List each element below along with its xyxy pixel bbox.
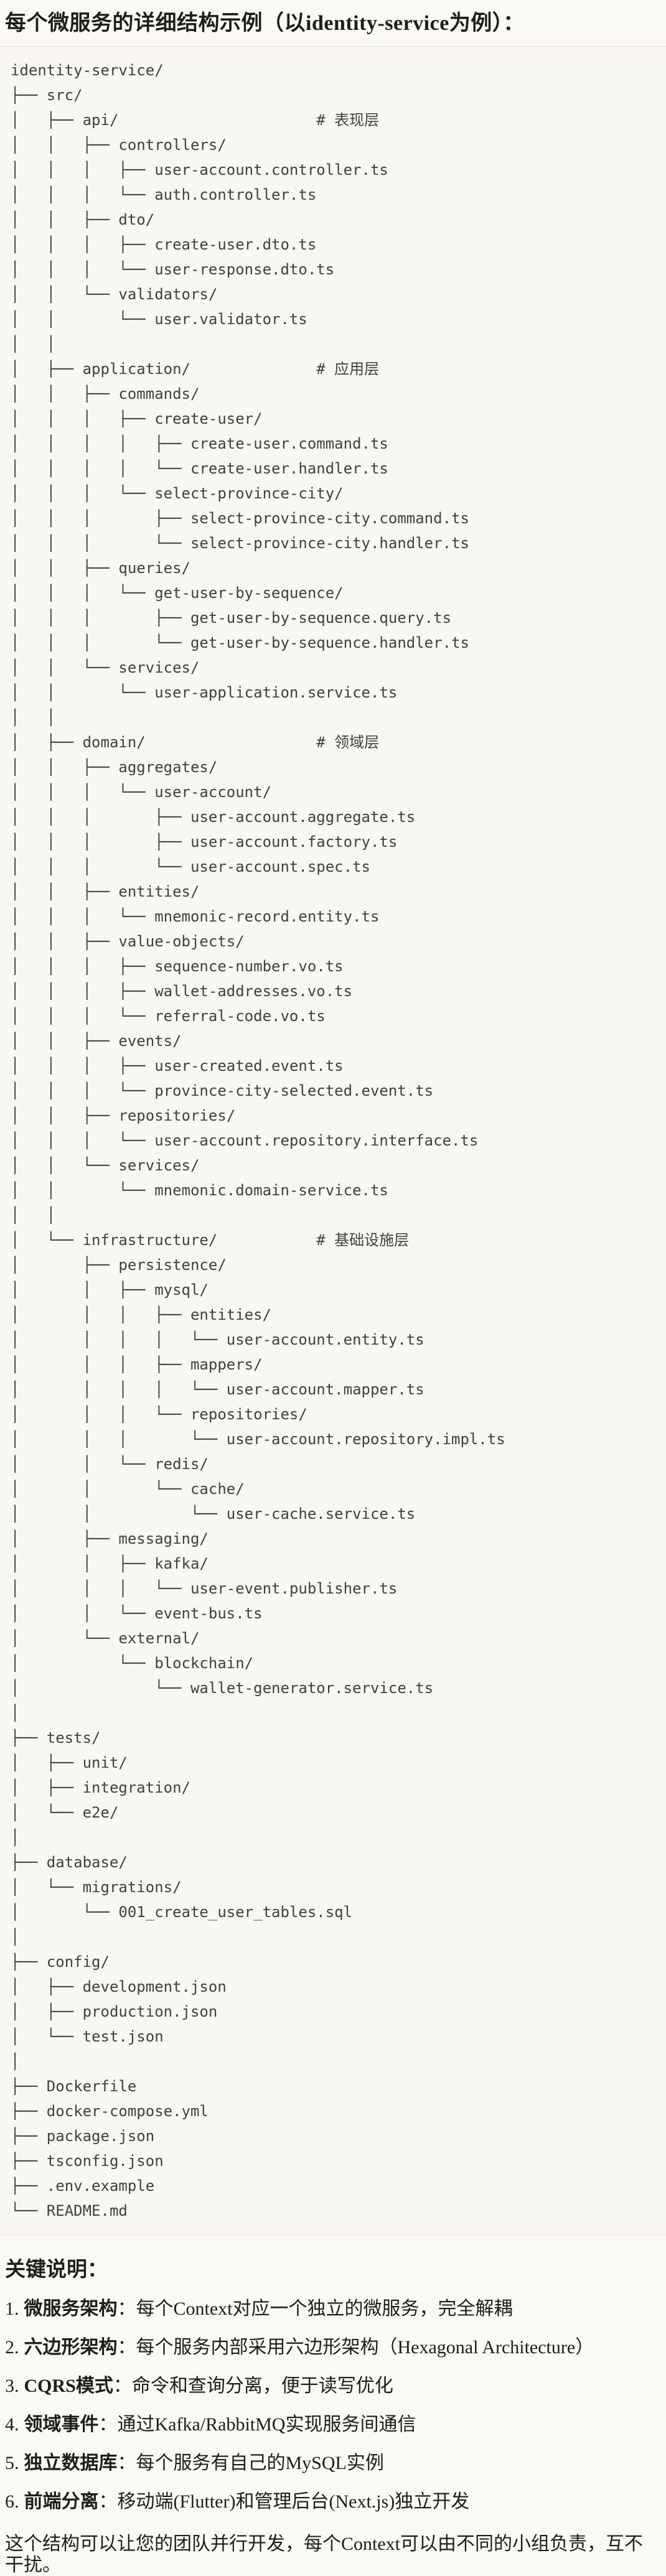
note-text: ：通过Kafka/RabbitMQ实现服务间通信 xyxy=(98,2414,416,2435)
note-text: ：命令和查询分离，便于读写优化 xyxy=(113,2376,393,2396)
note-term: 微服务架构 xyxy=(24,2298,118,2319)
note-item-5: 5.独立数据库：每个服务有自己的MySQL实例 xyxy=(5,2453,661,2474)
note-term: 领域事件 xyxy=(24,2414,99,2435)
key-notes-section: 关键说明： 1.微服务架构：每个Context对应一个独立的微服务，完全解耦 2… xyxy=(0,2235,666,2576)
note-text: ：每个服务有自己的MySQL实例 xyxy=(117,2453,384,2473)
code-block: identity-service/ ├── src/ │ ├── api/ # … xyxy=(0,46,666,2235)
closing-paragraph: 这个结构可以让您的团队并行开发，每个Context可以由不同的小组负责，互不干扰… xyxy=(5,2534,643,2575)
page-title: 每个微服务的详细结构示例（以identity-service为例）： xyxy=(5,12,525,35)
notes-heading: 关键说明： xyxy=(5,2259,108,2281)
note-item-4: 4.领域事件：通过Kafka/RabbitMQ实现服务间通信 xyxy=(5,2414,661,2435)
note-term: 前端分离 xyxy=(24,2491,99,2512)
file-tree: identity-service/ ├── src/ │ ├── api/ # … xyxy=(11,62,505,2219)
note-number: 6. xyxy=(5,2491,19,2512)
note-number: 5. xyxy=(5,2453,19,2473)
note-item-1: 1.微服务架构：每个Context对应一个独立的微服务，完全解耦 xyxy=(5,2298,661,2320)
note-text: ：移动端(Flutter)和管理后台(Next.js)独立开发 xyxy=(98,2491,470,2512)
note-number: 3. xyxy=(5,2376,19,2396)
note-term: 六边形架构 xyxy=(24,2337,118,2358)
note-text: ：每个服务内部采用六边形架构（Hexagonal Architecture） xyxy=(117,2337,594,2358)
note-number: 4. xyxy=(5,2414,19,2435)
note-item-6: 6.前端分离：移动端(Flutter)和管理后台(Next.js)独立开发 xyxy=(5,2491,661,2513)
note-item-3: 3.CQRS模式：命令和查询分离，便于读写优化 xyxy=(5,2376,661,2397)
note-text: ：每个Context对应一个独立的微服务，完全解耦 xyxy=(117,2298,513,2319)
note-number: 1. xyxy=(5,2298,19,2319)
note-term: 独立数据库 xyxy=(24,2453,118,2473)
note-term: CQRS模式 xyxy=(24,2376,113,2396)
note-item-2: 2.六边形架构：每个服务内部采用六边形架构（Hexagonal Architec… xyxy=(5,2337,661,2358)
note-number: 2. xyxy=(5,2337,19,2358)
